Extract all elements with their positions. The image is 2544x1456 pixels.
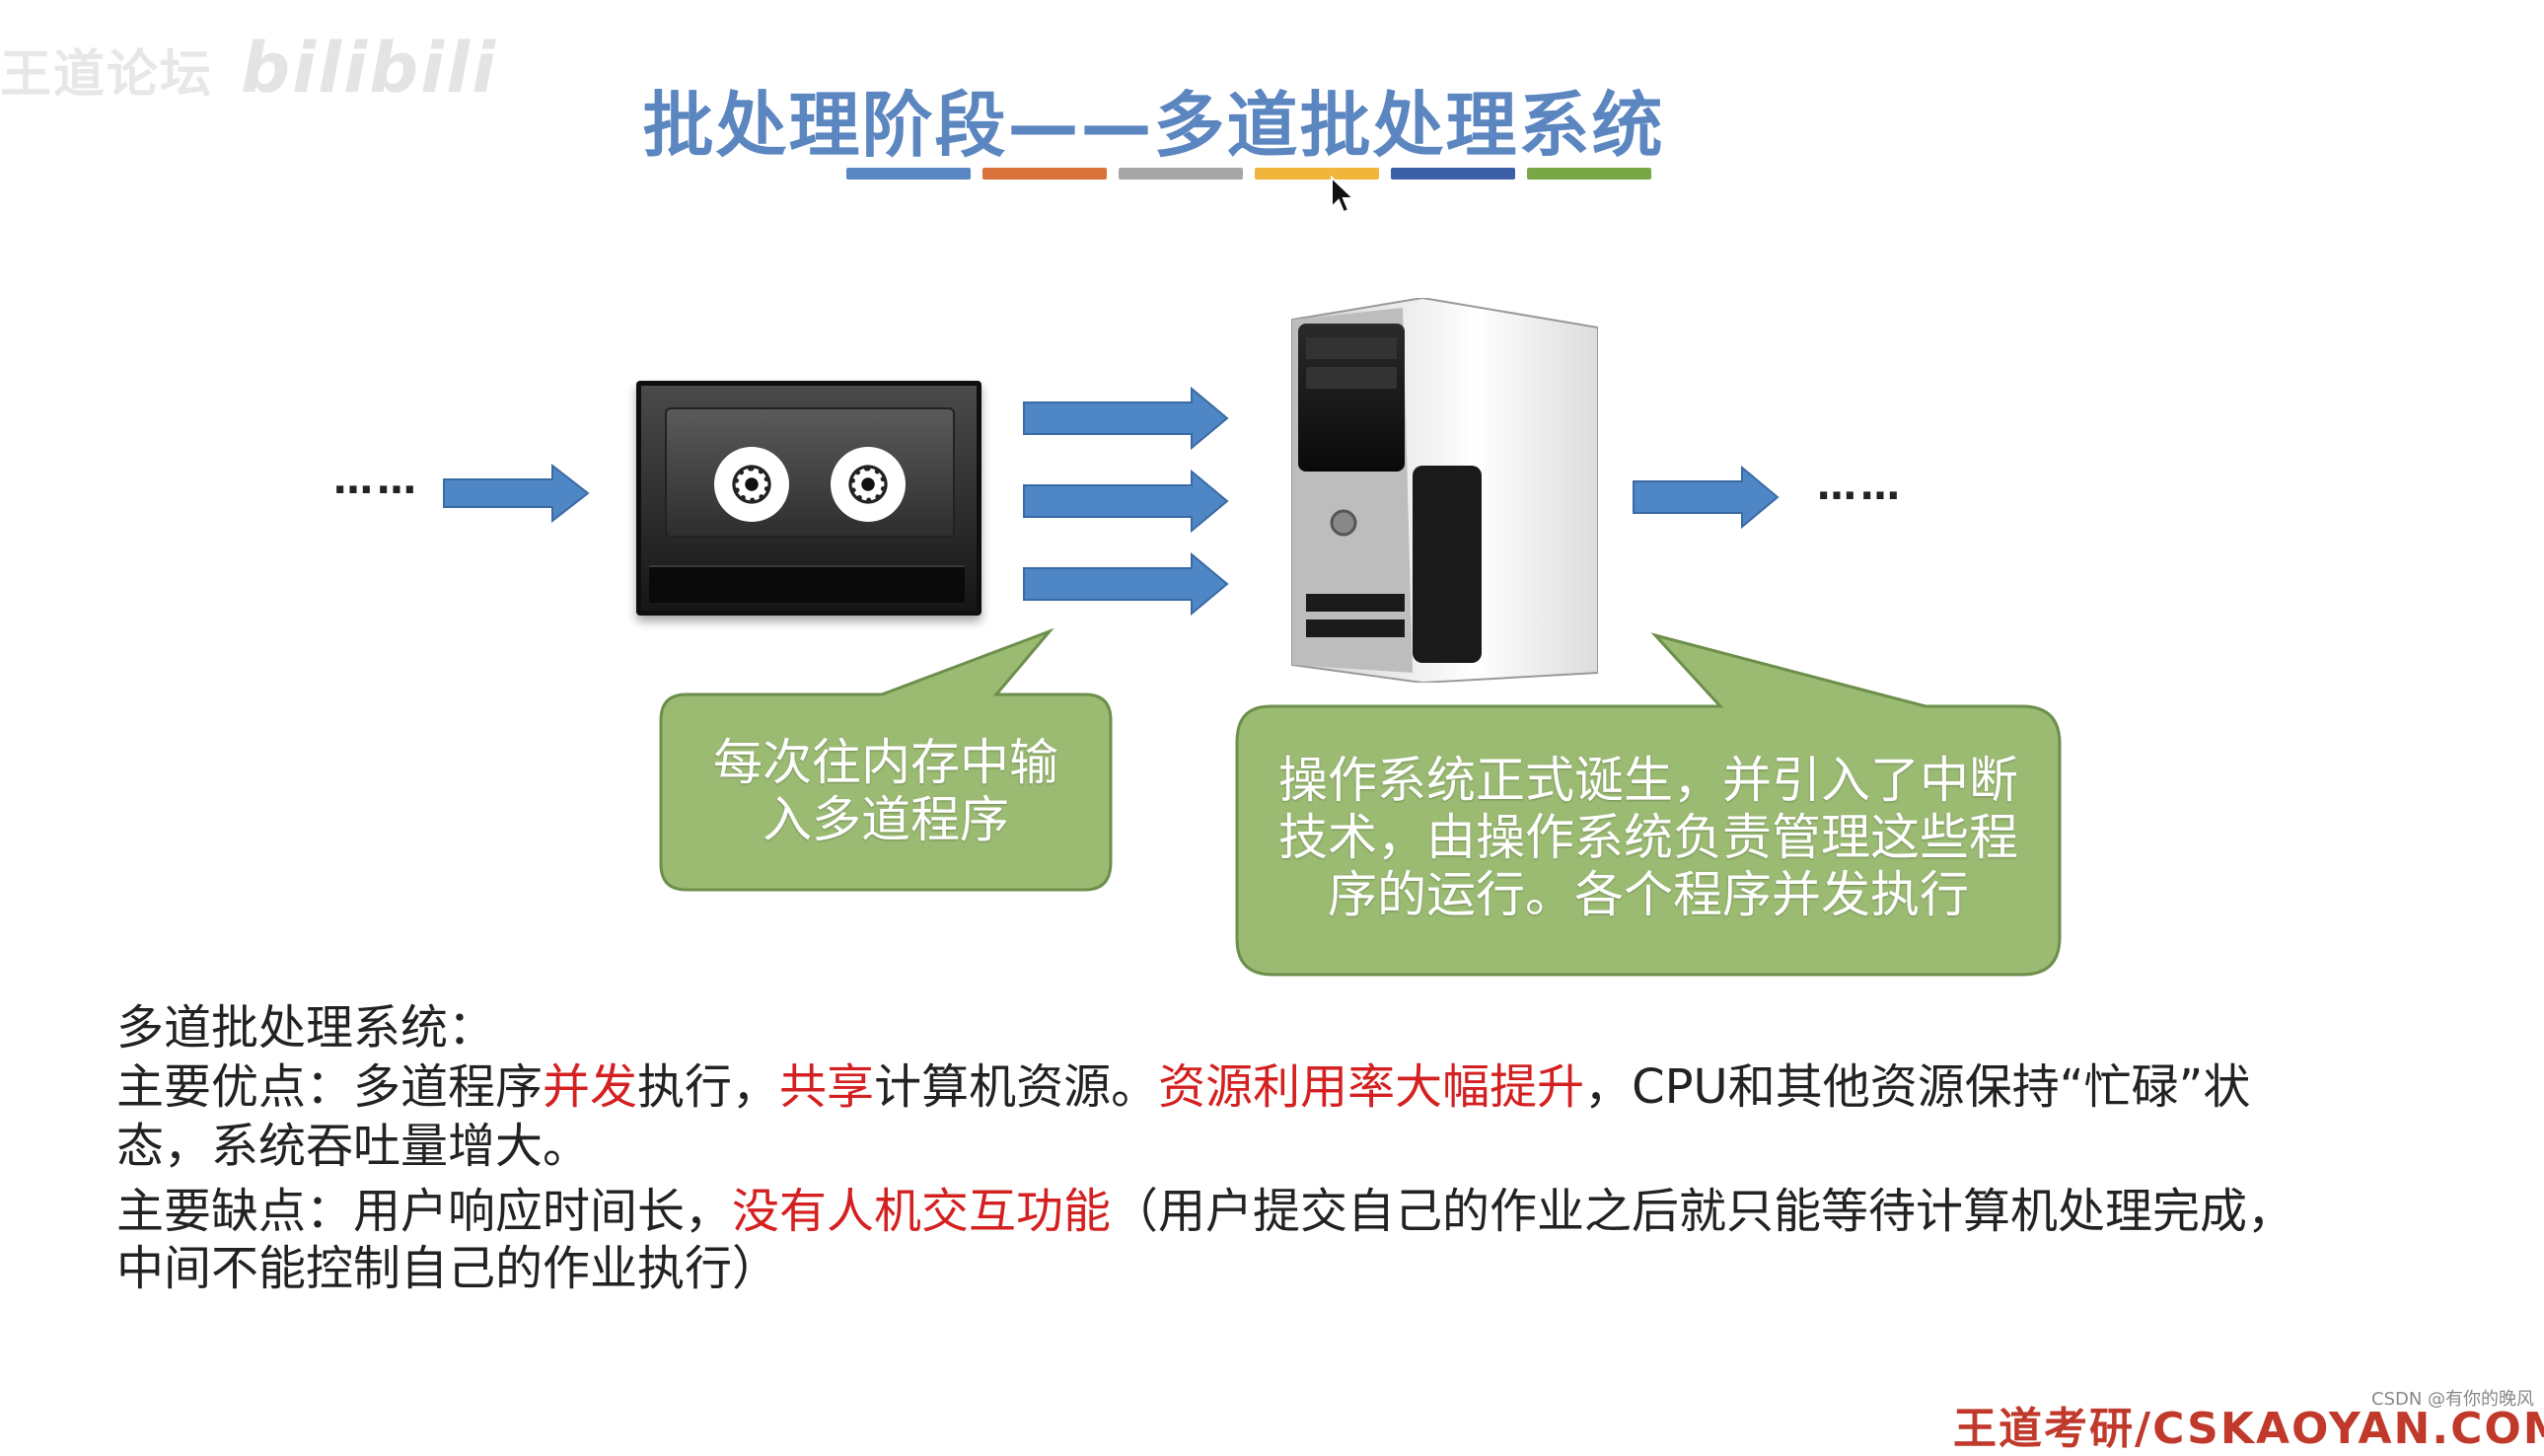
title-color-bar	[846, 168, 2544, 180]
color-bar-segment	[982, 168, 1107, 180]
callout-right-line: 操作系统正式诞生，并引入了中断	[1278, 752, 2018, 809]
input-arrow-icon	[443, 463, 590, 524]
tape-slot	[649, 565, 965, 603]
color-bar-segment	[1391, 168, 1515, 180]
multi-program-arrow-icon	[1023, 551, 1229, 617]
pros-text: 主要优点：多道程序	[116, 1059, 544, 1115]
multi-program-arrow-icon	[1023, 386, 1229, 451]
color-bar-segment	[1255, 168, 1379, 180]
pros-line-1: 主要优点：多道程序并发执行，共享计算机资源。资源利用率大幅提升，CPU和其他资源…	[116, 1057, 2250, 1117]
callout-right: 操作系统正式诞生，并引入了中断 技术，由操作系统负责管理这些程 序的运行。各个程…	[1237, 752, 2060, 923]
callout-left-line: 每次往内存中输	[713, 734, 1058, 791]
tape-window	[665, 407, 955, 538]
watermark: 王道论坛 bilibili	[0, 28, 497, 109]
pros-highlight: 资源利用率大幅提升	[1158, 1059, 1585, 1115]
bilibili-logo: bilibili	[241, 28, 498, 109]
pros-text: 执行，	[637, 1059, 780, 1115]
callout-right-shape	[1235, 632, 2062, 977]
color-bar-segment	[1527, 168, 1651, 180]
callout-left-line: 入多道程序	[763, 791, 1009, 848]
callout-right-line: 技术，由操作系统负责管理这些程	[1278, 809, 2018, 866]
left-ellipsis: ……	[333, 458, 420, 503]
tape-drive-icon	[636, 381, 981, 616]
pros-highlight: 共享	[779, 1059, 875, 1115]
multi-program-arrow-icon	[1023, 469, 1229, 534]
color-bar-segment	[846, 168, 971, 180]
output-arrow-icon	[1633, 465, 1780, 530]
cons-line-1: 主要缺点：用户响应时间长，没有人机交互功能（用户提交自己的作业之后就只能等待计算…	[116, 1182, 2294, 1241]
slide-title-text: 批处理阶段——多道批处理系统	[642, 84, 1665, 167]
cons-text: （用户提交自己的作业之后就只能等待计算机处理完成，	[1111, 1184, 2295, 1239]
cons-text: 主要缺点：用户响应时间长，	[116, 1184, 733, 1239]
pros-text: ，CPU和其他资源保持“忙碌”状	[1584, 1059, 2251, 1115]
csdn-watermark: CSDN @有你的晚风	[2371, 1389, 2535, 1410]
right-ellipsis: ……	[1817, 464, 1904, 509]
tape-reel-icon	[831, 447, 906, 522]
callout-left: 每次往内存中输 入多道程序	[663, 734, 1109, 848]
callout-right-line: 序的运行。各个程序并发执行	[1328, 866, 1969, 923]
cons-line-2: 中间不能控制自己的作业执行）	[116, 1241, 780, 1296]
slide-title: 批处理阶段——多道批处理系统	[0, 67, 2544, 171]
cons-highlight: 没有人机交互功能	[732, 1184, 1112, 1239]
mouse-cursor-icon	[1331, 176, 1355, 214]
watermark-text: 王道论坛	[0, 45, 214, 105]
tape-reel-icon	[714, 447, 789, 522]
computer-tower-icon	[1291, 298, 1598, 683]
pros-line-2: 态，系统吞吐量增大。	[116, 1119, 591, 1174]
callout-left-shape	[659, 627, 1113, 892]
section-heading: 多道批处理系统：	[116, 1000, 496, 1056]
color-bar-segment	[1119, 168, 1243, 180]
pros-text: 计算机资源。	[874, 1059, 1159, 1115]
pros-highlight: 并发	[543, 1059, 638, 1115]
